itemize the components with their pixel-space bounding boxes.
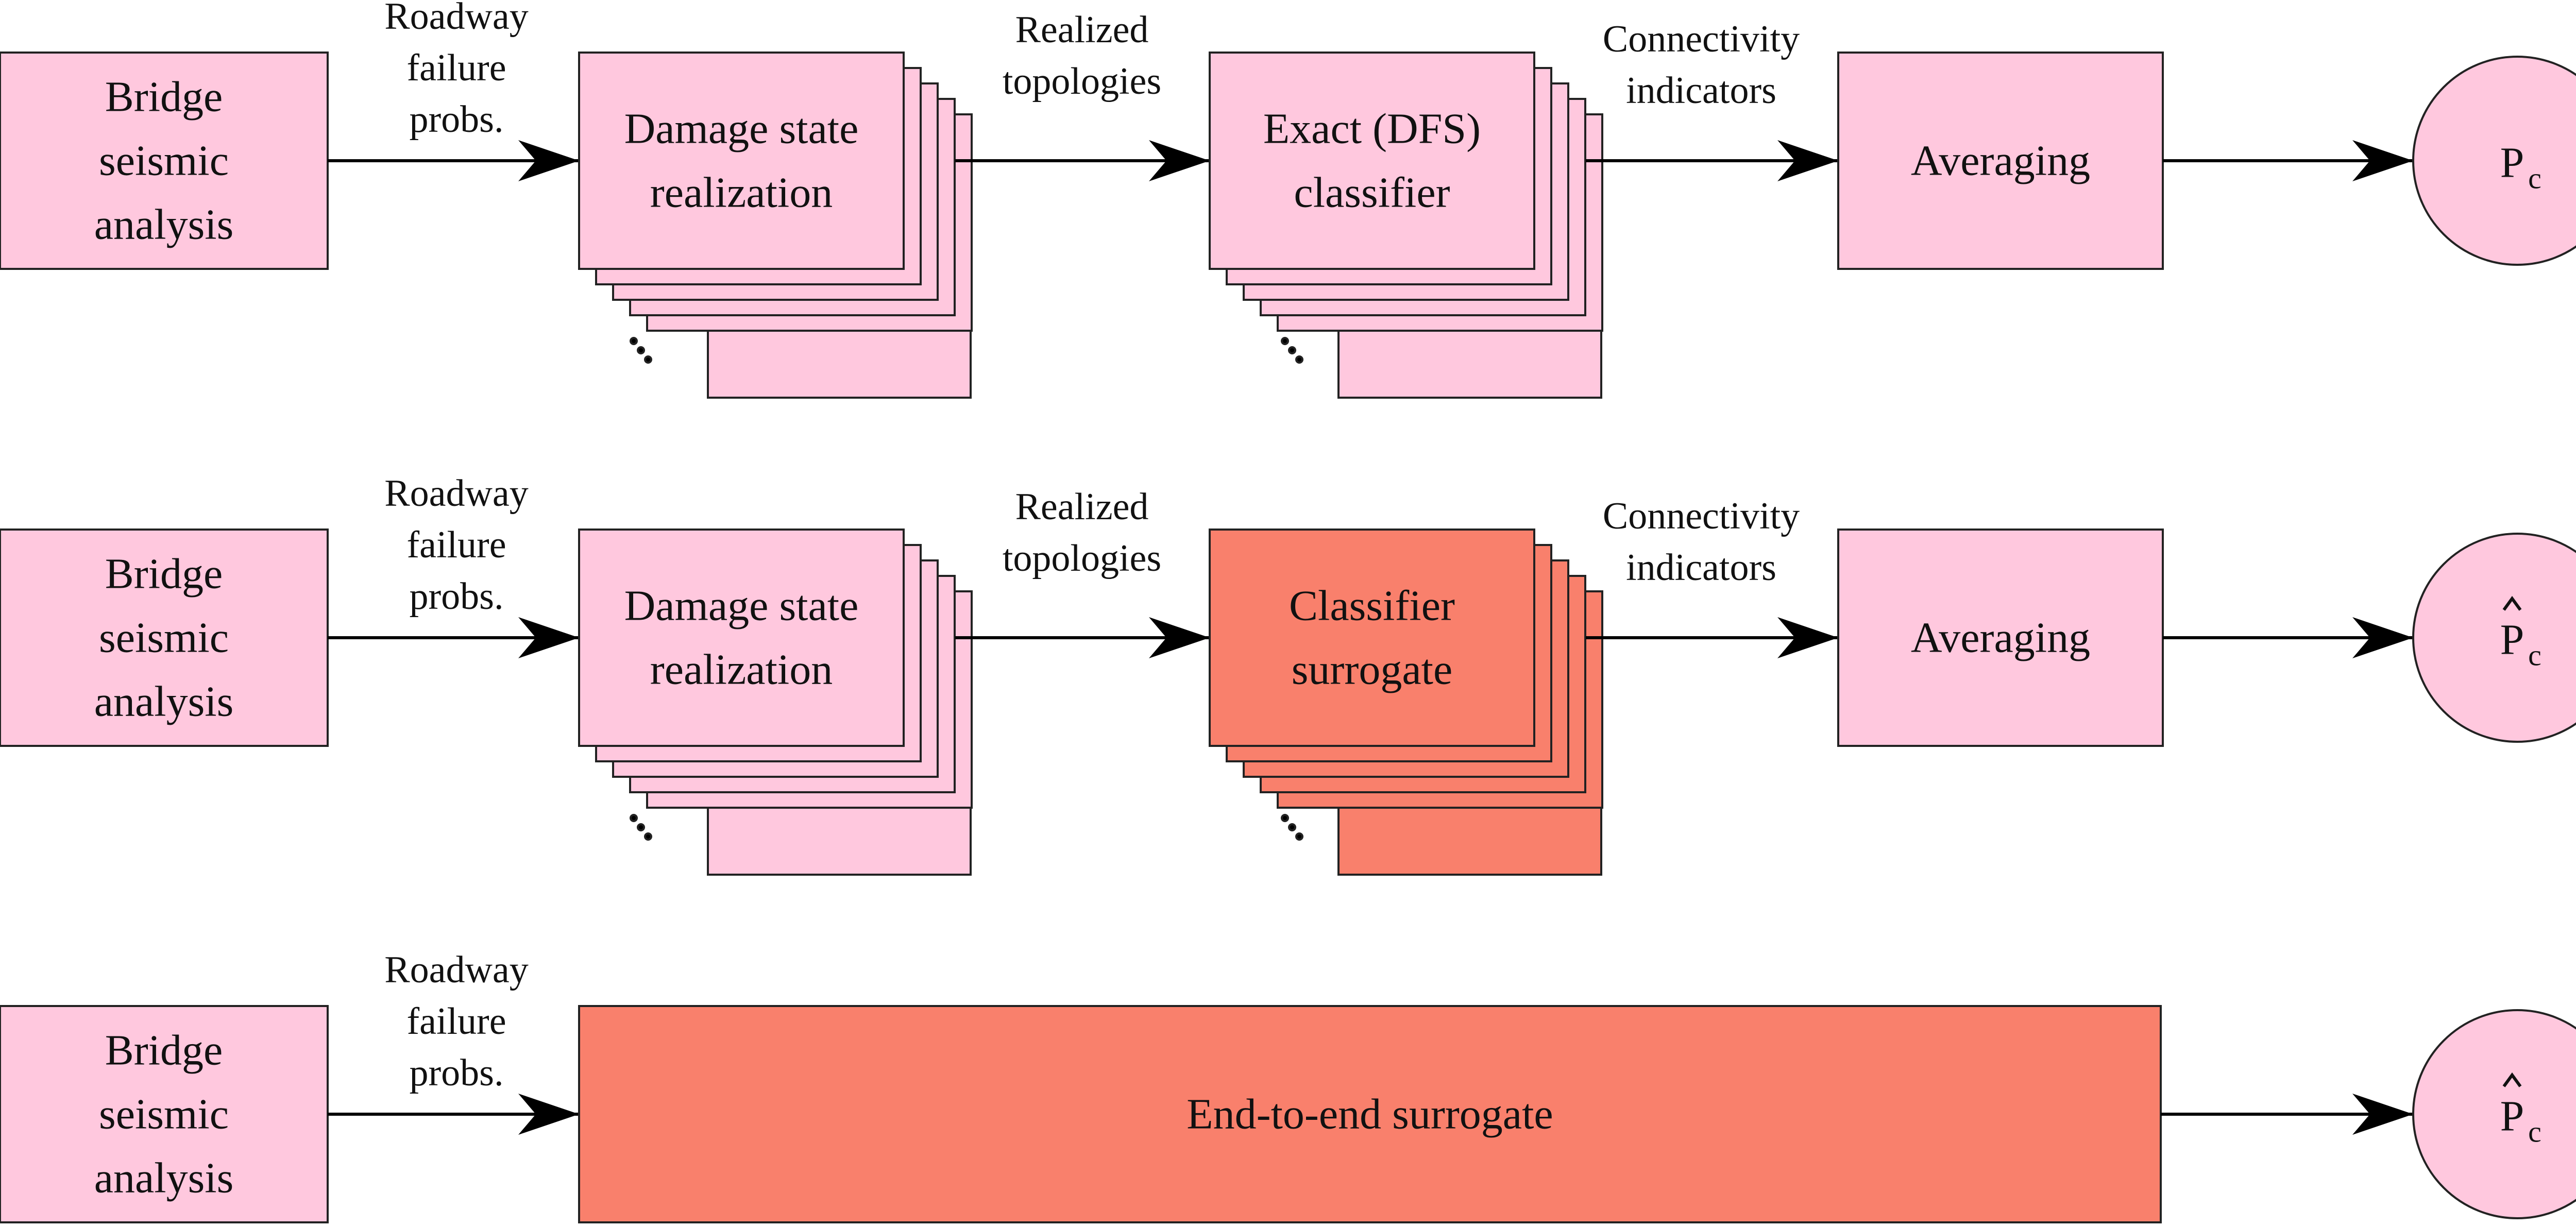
ellipsis-dots — [1288, 346, 1296, 354]
ellipsis-dots — [1281, 337, 1289, 345]
averaging-label: Averaging — [1911, 137, 2090, 185]
bridge-analysis-label: seismic — [99, 1090, 229, 1138]
dfs-classifier-label: classifier — [1294, 169, 1450, 217]
damage-realization-label: realization — [650, 169, 833, 217]
bridge-analysis-label: analysis — [94, 1154, 234, 1202]
averaging-box — [1837, 52, 2164, 270]
roadway-probs-label: Roadway — [384, 949, 529, 991]
bridge-analysis-label: Bridge — [105, 73, 223, 121]
bridge-analysis-label: Bridge — [105, 550, 223, 598]
ellipsis-dots — [1288, 823, 1296, 831]
damage-realization-label: Damage state — [624, 105, 859, 153]
roadway-probs-label: failure — [406, 1000, 506, 1043]
roadway-probs-label: Roadway — [384, 0, 529, 38]
probability-subscript: c — [2528, 1115, 2541, 1149]
connectivity-indicators-label: Connectivity — [1603, 18, 1800, 60]
bridge-analysis-box — [0, 529, 329, 747]
output-probability-circle — [2412, 56, 2576, 266]
roadway-probs-label: Roadway — [384, 472, 529, 515]
ellipsis-dots — [630, 337, 638, 345]
roadway-probs-label: probs. — [410, 1052, 504, 1094]
ellipsis-dots — [644, 832, 652, 841]
connectivity-indicators-label: Connectivity — [1603, 495, 1800, 537]
classifier-surrogate-label: Classifier — [1289, 582, 1455, 630]
end-to-end-surrogate-label: End-to-end surrogate — [1187, 1090, 1553, 1138]
realized-topologies-label: topologies — [1003, 60, 1161, 103]
output-probability-circle — [2412, 1009, 2576, 1219]
probability-subscript: c — [2528, 162, 2541, 195]
realized-topologies-label: topologies — [1003, 537, 1161, 580]
end-to-end-surrogate-box — [578, 1005, 2162, 1223]
connectivity-indicators-label: indicators — [1626, 547, 1776, 589]
bridge-analysis-box — [0, 52, 329, 270]
ellipsis-dots — [1295, 832, 1303, 841]
probability-subscript: c — [2528, 639, 2541, 672]
ellipsis-dots — [630, 814, 638, 822]
roadway-probs-label: probs. — [410, 575, 504, 618]
damage-realization-label: realization — [650, 646, 833, 694]
ellipsis-dots — [1295, 355, 1303, 364]
averaging-label: Averaging — [1911, 614, 2090, 662]
damage-realization-stack-front-card — [578, 52, 905, 270]
ellipsis-dots — [1281, 814, 1289, 822]
roadway-probs-label: probs. — [410, 98, 504, 141]
classifier-surrogate-stack-front-card — [1209, 529, 1535, 747]
bridge-analysis-label: Bridge — [105, 1027, 223, 1075]
dfs-classifier-label: Exact (DFS) — [1263, 105, 1481, 153]
roadway-probs-label: failure — [406, 47, 506, 89]
ellipsis-dots — [637, 823, 645, 831]
roadway-probs-label: failure — [406, 524, 506, 566]
bridge-analysis-label: seismic — [99, 137, 229, 185]
probability-symbol: P — [2500, 139, 2524, 187]
bridge-analysis-label: seismic — [99, 614, 229, 662]
probability-symbol: P — [2500, 1093, 2524, 1140]
bridge-analysis-box — [0, 1005, 329, 1223]
ellipsis-dots — [637, 346, 645, 354]
bridge-analysis-label: analysis — [94, 201, 234, 249]
connectivity-indicators-label: indicators — [1626, 70, 1776, 112]
realized-topologies-label: Realized — [1015, 9, 1149, 51]
estimate-hat-mark — [2502, 595, 2522, 611]
bridge-analysis-label: analysis — [94, 678, 234, 726]
classifier-surrogate-label: surrogate — [1292, 646, 1453, 694]
realized-topologies-label: Realized — [1015, 486, 1149, 528]
estimate-hat-mark — [2502, 1072, 2522, 1087]
probability-symbol: P — [2500, 616, 2524, 664]
ellipsis-dots — [644, 355, 652, 364]
dfs-classifier-stack-front-card — [1209, 52, 1535, 270]
damage-realization-stack-front-card — [578, 529, 905, 747]
damage-realization-label: Damage state — [624, 582, 859, 630]
output-probability-circle — [2412, 533, 2576, 743]
